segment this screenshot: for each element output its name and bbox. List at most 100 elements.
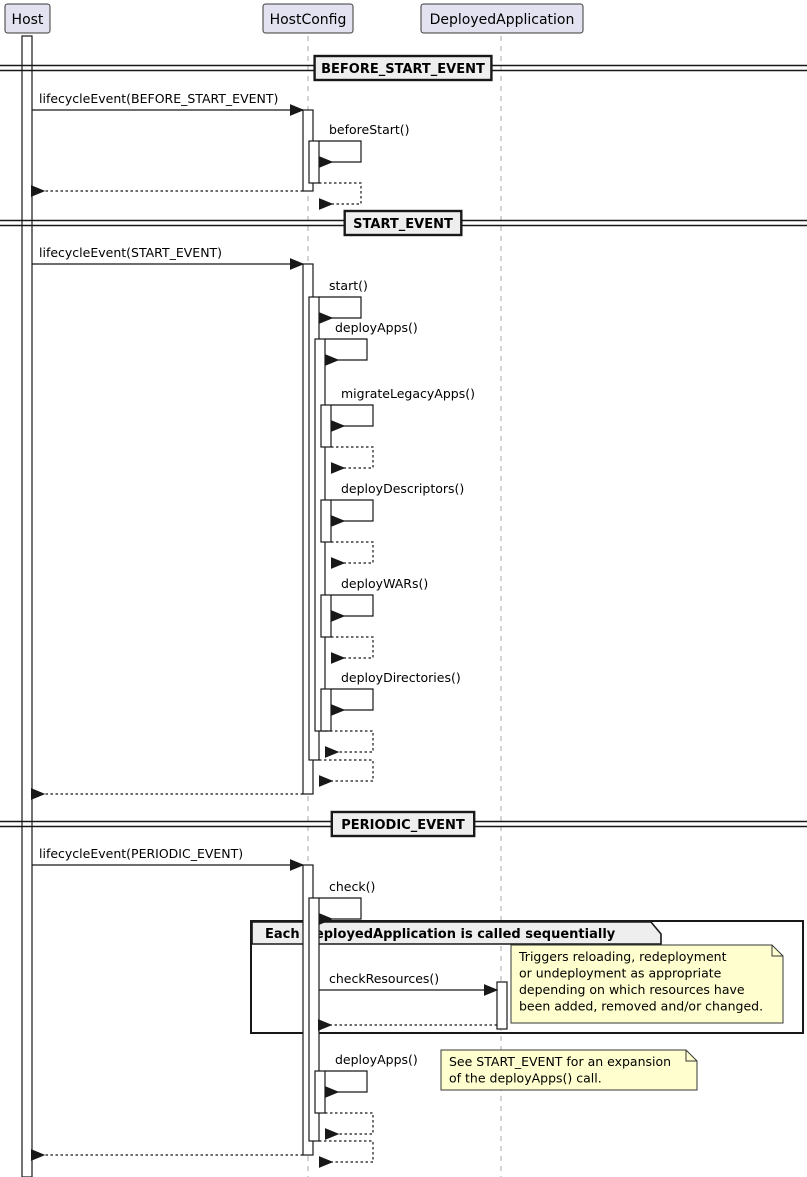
note-note-checkresources: Triggers reloading, redeployment or undep… [510, 944, 784, 1024]
message-line [318, 182, 362, 210]
message-m23 [324, 1112, 374, 1140]
divider-before-start: BEFORE_START_EVENT [0, 54, 807, 82]
activation-hostconfig-beforestart [308, 140, 320, 184]
message-label-m12: deployWARs() [341, 576, 428, 591]
message-line [330, 541, 374, 569]
participant-host[interactable]: Host [4, 3, 51, 34]
message-line [324, 730, 374, 758]
participant-hostconfig[interactable]: HostConfig [262, 3, 354, 34]
message-line [330, 688, 374, 716]
note-body [440, 1049, 698, 1091]
note-fold-icon [685, 1050, 697, 1062]
message-line [318, 296, 362, 324]
divider-label: PERIODIC_EVENT [341, 818, 465, 833]
participant-box[interactable] [420, 3, 584, 34]
message-m16 [318, 759, 374, 787]
message-line [330, 636, 374, 664]
message-label-m19: check() [329, 879, 375, 894]
divider-label: START_EVENT [353, 217, 453, 232]
message-line [324, 338, 368, 366]
message-m15 [324, 730, 374, 758]
activation-hostconfig-deploydescriptors [320, 499, 332, 543]
divider-label: BEFORE_START_EVENT [321, 62, 485, 77]
message-line [318, 759, 374, 787]
divider-start: START_EVENT [0, 209, 807, 237]
note-line: of the deployApps() call. [449, 1071, 602, 1086]
divider-box [330, 810, 476, 838]
message-line [330, 594, 374, 622]
message-m5: lifecycleEvent(START_EVENT) [32, 245, 305, 270]
message-label-m14: deployDirectories() [341, 670, 461, 685]
note-note-deployapps: See START_EVENT for an expansion of the d… [440, 1049, 698, 1091]
message-line [318, 897, 362, 925]
participant-label-deployedapplication: DeployedApplication [430, 12, 575, 28]
activation-hostconfig-deploydirectories [320, 688, 332, 732]
participant-label-host: Host [12, 12, 44, 28]
activation-bars-group [21, 35, 508, 1177]
message-m8: migrateLegacyApps() [330, 386, 475, 432]
message-label-m20: checkResources() [329, 971, 439, 986]
message-label-m5: lifecycleEvent(START_EVENT) [39, 245, 222, 260]
activation-host-root [21, 35, 33, 1177]
divider-periodic: PERIODIC_EVENT [0, 810, 807, 838]
message-line [318, 1140, 374, 1168]
divider-box [343, 209, 463, 237]
message-m10: deployDescriptors() [330, 481, 464, 527]
message-m3 [318, 182, 362, 210]
participant-box[interactable] [4, 3, 51, 34]
participant-deployedapplication[interactable]: DeployedApplication [420, 3, 584, 34]
note-line: See START_EVENT for an expansion [449, 1054, 671, 1069]
message-m13 [330, 636, 374, 664]
message-label-m7: deployApps() [335, 320, 418, 335]
message-m11 [330, 541, 374, 569]
participant-box[interactable] [262, 3, 354, 34]
note-fold-icon [771, 945, 783, 957]
message-m18: lifecycleEvent(PERIODIC_EVENT) [32, 846, 305, 871]
fragment-label: Each DeployedApplication is called seque… [265, 927, 616, 942]
message-m12: deployWARs() [330, 576, 428, 622]
fragment-border [250, 920, 804, 1034]
notes-group: Triggers reloading, redeployment or undep… [440, 944, 784, 1091]
note-line: depending on which resources have [519, 982, 745, 997]
note-body [510, 944, 784, 1024]
message-label-m10: deployDescriptors() [341, 481, 464, 496]
note-line: or undeployment as appropriate [519, 966, 722, 981]
divider-box [313, 54, 493, 82]
message-line [330, 446, 374, 474]
message-m24 [318, 1140, 374, 1168]
message-label-m22: deployApps() [335, 1052, 418, 1067]
fragment-header-tab [251, 921, 662, 945]
message-line [324, 1070, 368, 1098]
message-label-m2: beforeStart() [329, 122, 410, 137]
message-m14: deployDirectories() [330, 670, 461, 716]
note-line: been added, removed and/or changed. [519, 999, 763, 1014]
message-label-m8: migrateLegacyApps() [341, 386, 475, 401]
messages-group: lifecycleEvent(BEFORE_START_EVENT)before… [30, 91, 499, 1168]
message-m1: lifecycleEvent(BEFORE_START_EVENT) [32, 91, 305, 116]
participant-label-hostconfig: HostConfig [270, 12, 347, 28]
dividers-group: BEFORE_START_EVENT START_EVENT PERIODIC_EV… [0, 54, 807, 838]
message-label-m18: lifecycleEvent(PERIODIC_EVENT) [39, 846, 243, 861]
participants-group: Host HostConfig DeployedApplication [4, 3, 584, 34]
activation-hostconfig-migratelegacyapps [320, 404, 332, 448]
message-line [330, 404, 374, 432]
activation-hostconfig-deployapps-periodic [314, 1070, 326, 1114]
lifelines-group [26, 36, 502, 1177]
note-line: Triggers reloading, redeployment [518, 949, 727, 964]
message-m9 [330, 446, 374, 474]
message-label-m1: lifecycleEvent(BEFORE_START_EVENT) [39, 91, 278, 106]
message-line [324, 1112, 374, 1140]
message-m20: checkResources() [319, 971, 499, 996]
message-line [330, 499, 374, 527]
message-m19: check() [318, 879, 375, 925]
message-m2: beforeStart() [318, 122, 410, 168]
message-label-m6: start() [329, 278, 368, 293]
message-line [318, 140, 362, 168]
message-m22: deployApps() [324, 1052, 418, 1098]
message-m6: start() [318, 278, 368, 324]
fragments-group: Each DeployedApplication is called seque… [250, 920, 804, 1034]
fragment-loop-each-deployedapplication: Each DeployedApplication is called seque… [250, 920, 804, 1034]
activation-deployedapplication-checkresources [496, 981, 508, 1030]
